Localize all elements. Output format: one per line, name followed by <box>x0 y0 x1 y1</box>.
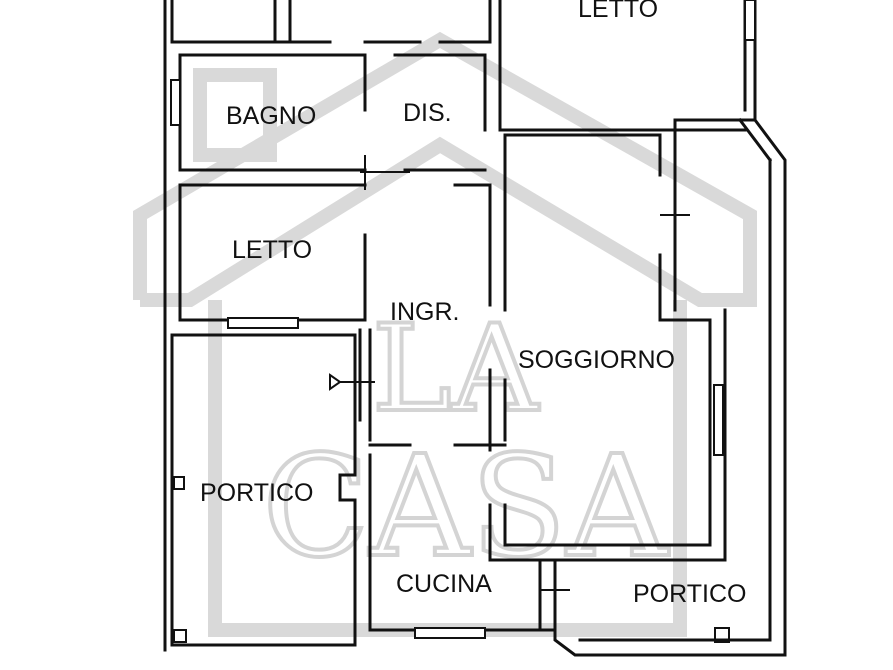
entrance-marker <box>329 373 342 391</box>
window-letto-left <box>227 317 299 329</box>
label-cucina: CUCINA <box>396 570 492 598</box>
window-cucina <box>414 627 486 639</box>
pillar-portico-left-1 <box>173 476 185 490</box>
label-soggiorno: SOGGIORNO <box>518 346 675 374</box>
label-letto-left: LETTO <box>232 236 312 264</box>
label-dis: DIS. <box>403 99 452 127</box>
label-letto-top: LETTO <box>578 0 658 23</box>
windows <box>170 0 756 643</box>
watermark-chimney <box>193 68 277 162</box>
pillar-portico-left-2 <box>173 629 187 643</box>
window-letto-top <box>744 0 756 41</box>
window-bagno <box>170 79 181 126</box>
label-portico-right: PORTICO <box>633 580 746 608</box>
label-bagno: BAGNO <box>226 102 316 130</box>
watermark-text-casa: CASA <box>262 426 669 589</box>
watermark-text-la: LA <box>372 300 540 439</box>
window-soggiorno <box>713 384 724 456</box>
label-portico-left: PORTICO <box>200 479 313 507</box>
label-ingr: INGR. <box>390 298 459 326</box>
pillar-portico-right <box>714 627 730 643</box>
watermark-logo: LA CASA <box>133 31 757 637</box>
room-labels: LETTO BAGNO DIS. LETTO INGR. SOGGIORNO P… <box>200 0 746 608</box>
